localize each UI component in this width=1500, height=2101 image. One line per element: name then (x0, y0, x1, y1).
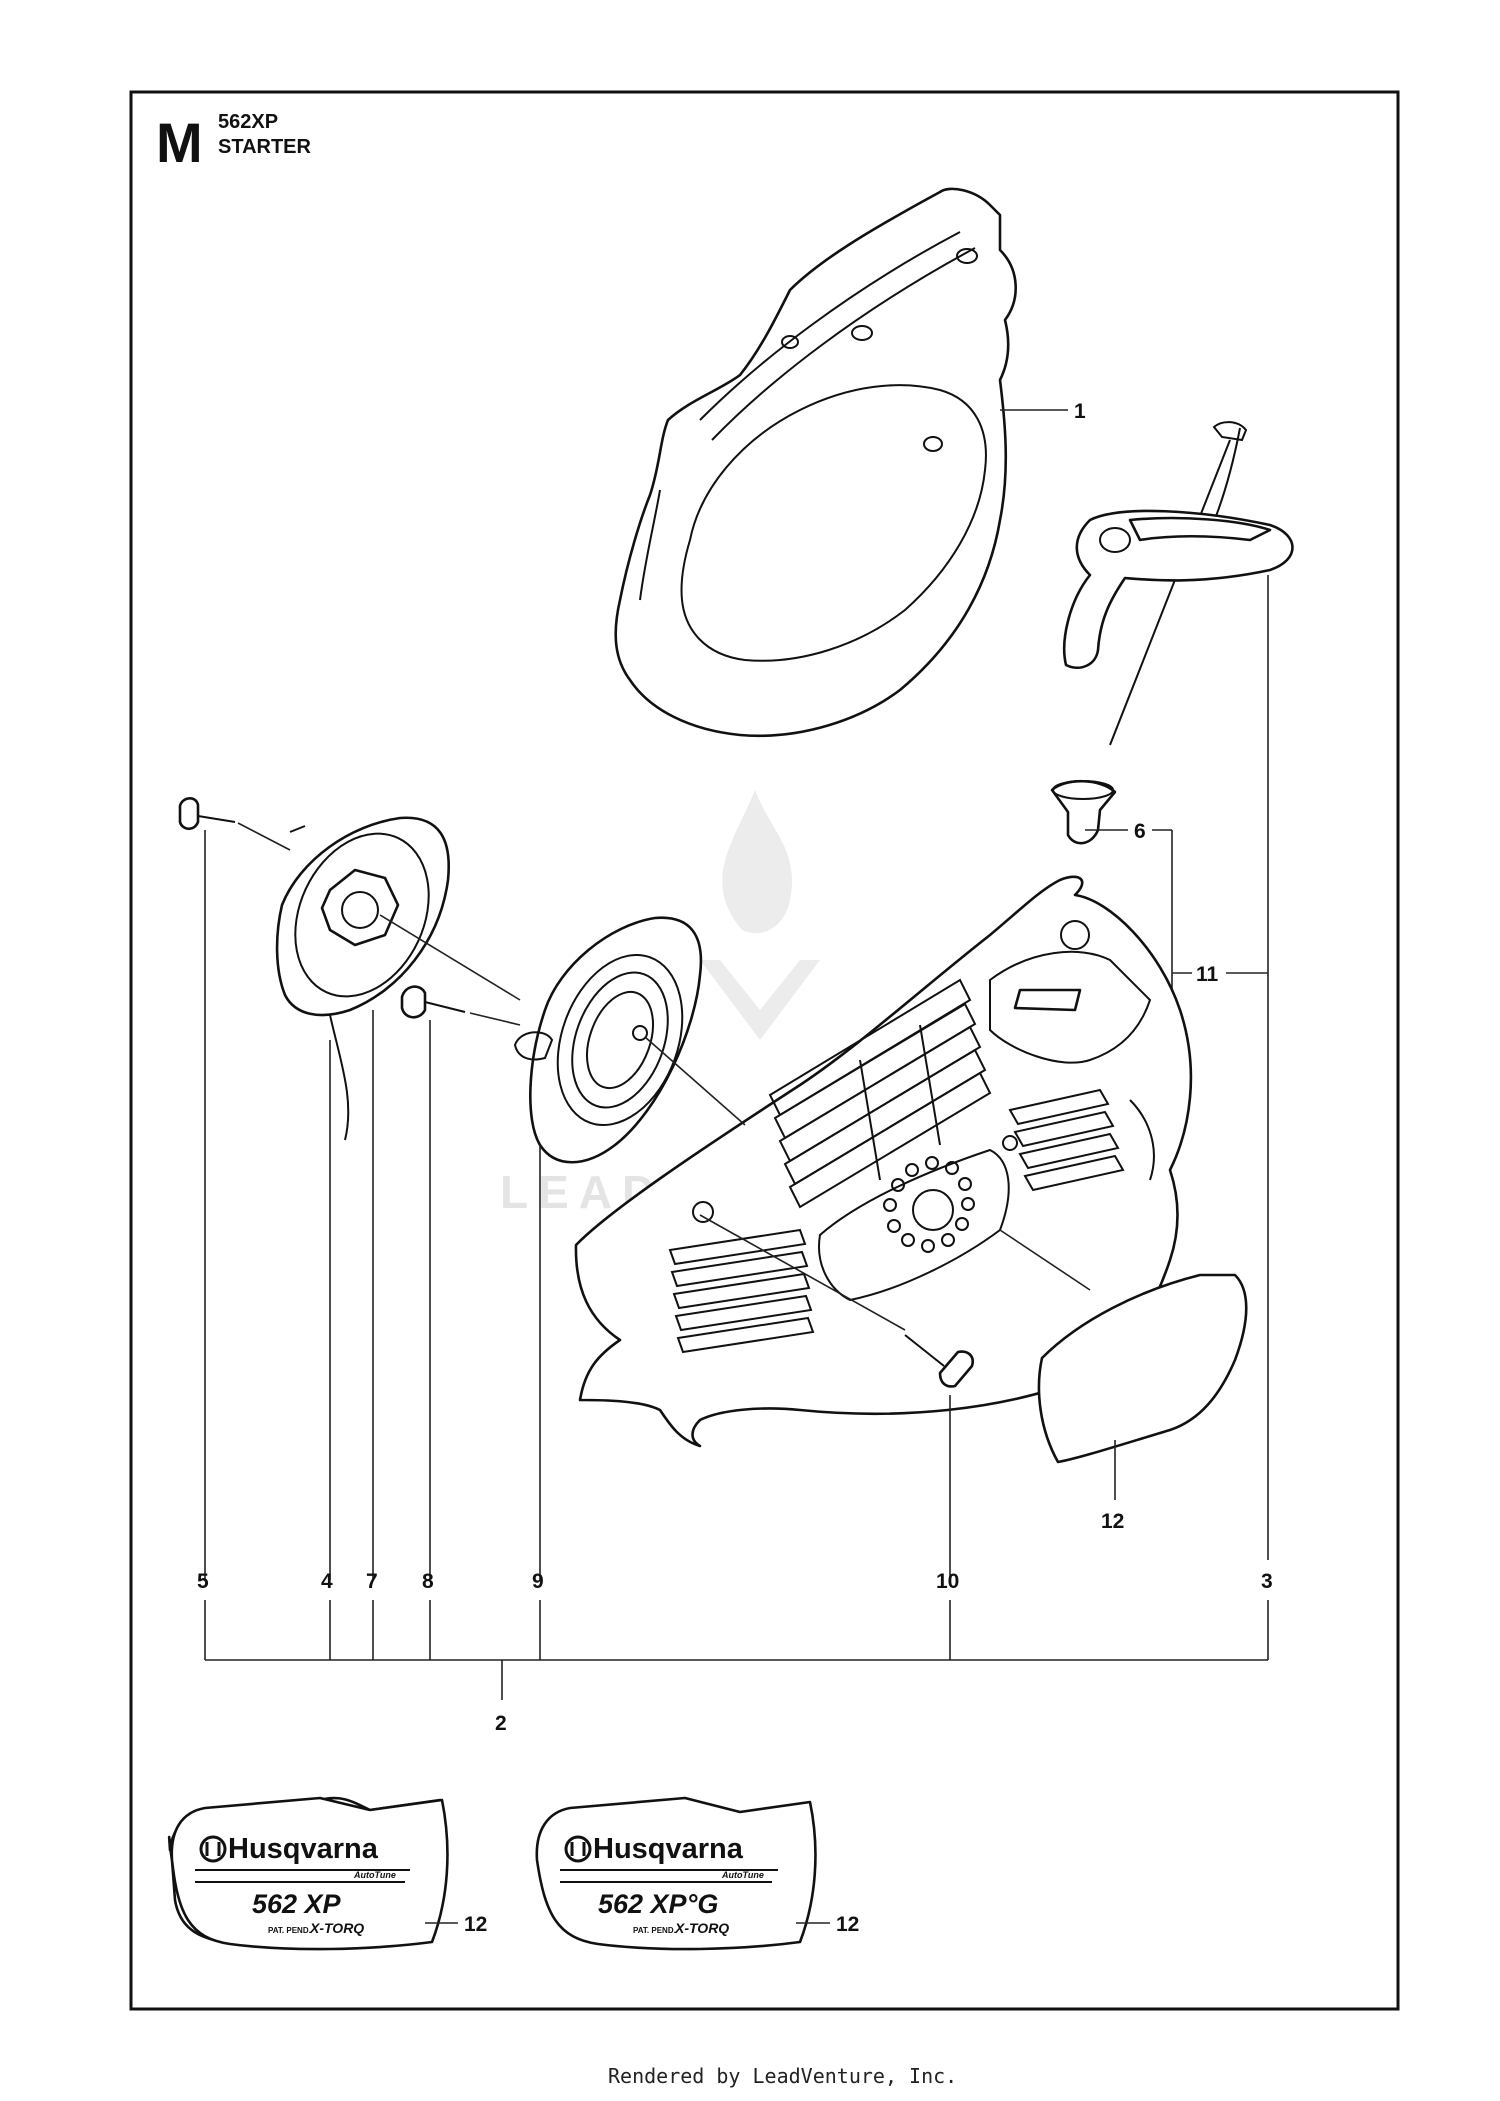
callout-12: 12 (1101, 1510, 1124, 1533)
part-6-rope-guide (1050, 779, 1117, 845)
part-5-center-screw (178, 797, 236, 831)
callout-7: 7 (366, 1570, 378, 1593)
decal-patent: PAT. PEND. (268, 1926, 311, 1935)
callout-2: 2 (495, 1712, 507, 1735)
decal-autotune: AutoTune (721, 1870, 764, 1880)
callout-5: 5 (197, 1570, 209, 1593)
decal-562xp: Husqvarna AutoTune 562 XP PAT. PEND. X-T… (167, 1796, 449, 1951)
assembly-bracket-2 (204, 1600, 1269, 1700)
part-7-rope-pulley (275, 816, 450, 1141)
callout-4: 4 (321, 1570, 333, 1593)
decal-2-callout: 12 (836, 1913, 859, 1936)
diagram-frame (129, 90, 1400, 2011)
footer-credit: Rendered by LeadVenture, Inc. (608, 2064, 957, 2088)
decal-autotune: AutoTune (353, 1870, 396, 1880)
decal-xtorq: X-TORQ (674, 1920, 729, 1936)
callout-6: 6 (1134, 820, 1146, 843)
part-9-spring-cassette (513, 916, 703, 1164)
part-11-starter-housing (574, 875, 1193, 1448)
callout-1: 1 (1074, 400, 1086, 423)
section-title: STARTER (218, 136, 312, 158)
callout-11: 11 (1196, 963, 1219, 986)
decal-model: 562 XP (252, 1889, 342, 1919)
decal-562xpg: Husqvarna AutoTune 562 XP°G PAT. PEND. X… (535, 1796, 817, 1951)
callout-8: 8 (422, 1570, 434, 1593)
callout-10: 10 (936, 1570, 959, 1593)
callout-9: 9 (532, 1570, 544, 1593)
decal-brand: Husqvarna (228, 1833, 379, 1865)
model-number: 562XP (218, 111, 278, 133)
decal-xtorq: X-TORQ (309, 1920, 364, 1936)
husqvarna-crown-icon (564, 1835, 592, 1863)
part-8-screw (400, 985, 466, 1019)
decal-patent: PAT. PEND. (633, 1926, 676, 1935)
part-1-starter-cover (614, 187, 1017, 737)
husqvarna-crown-icon (199, 1835, 227, 1863)
decal-model: 562 XP°G (598, 1889, 718, 1919)
section-letter: M (156, 111, 203, 174)
housing-hole-ring (883, 1156, 975, 1253)
part-3-starter-handle (1062, 421, 1294, 746)
part-12-decal (1037, 1273, 1248, 1464)
decal-brand: Husqvarna (593, 1833, 744, 1865)
decal-1-callout: 12 (464, 1913, 487, 1936)
part-10-screw (904, 1334, 974, 1388)
callout-3: 3 (1261, 1570, 1273, 1593)
